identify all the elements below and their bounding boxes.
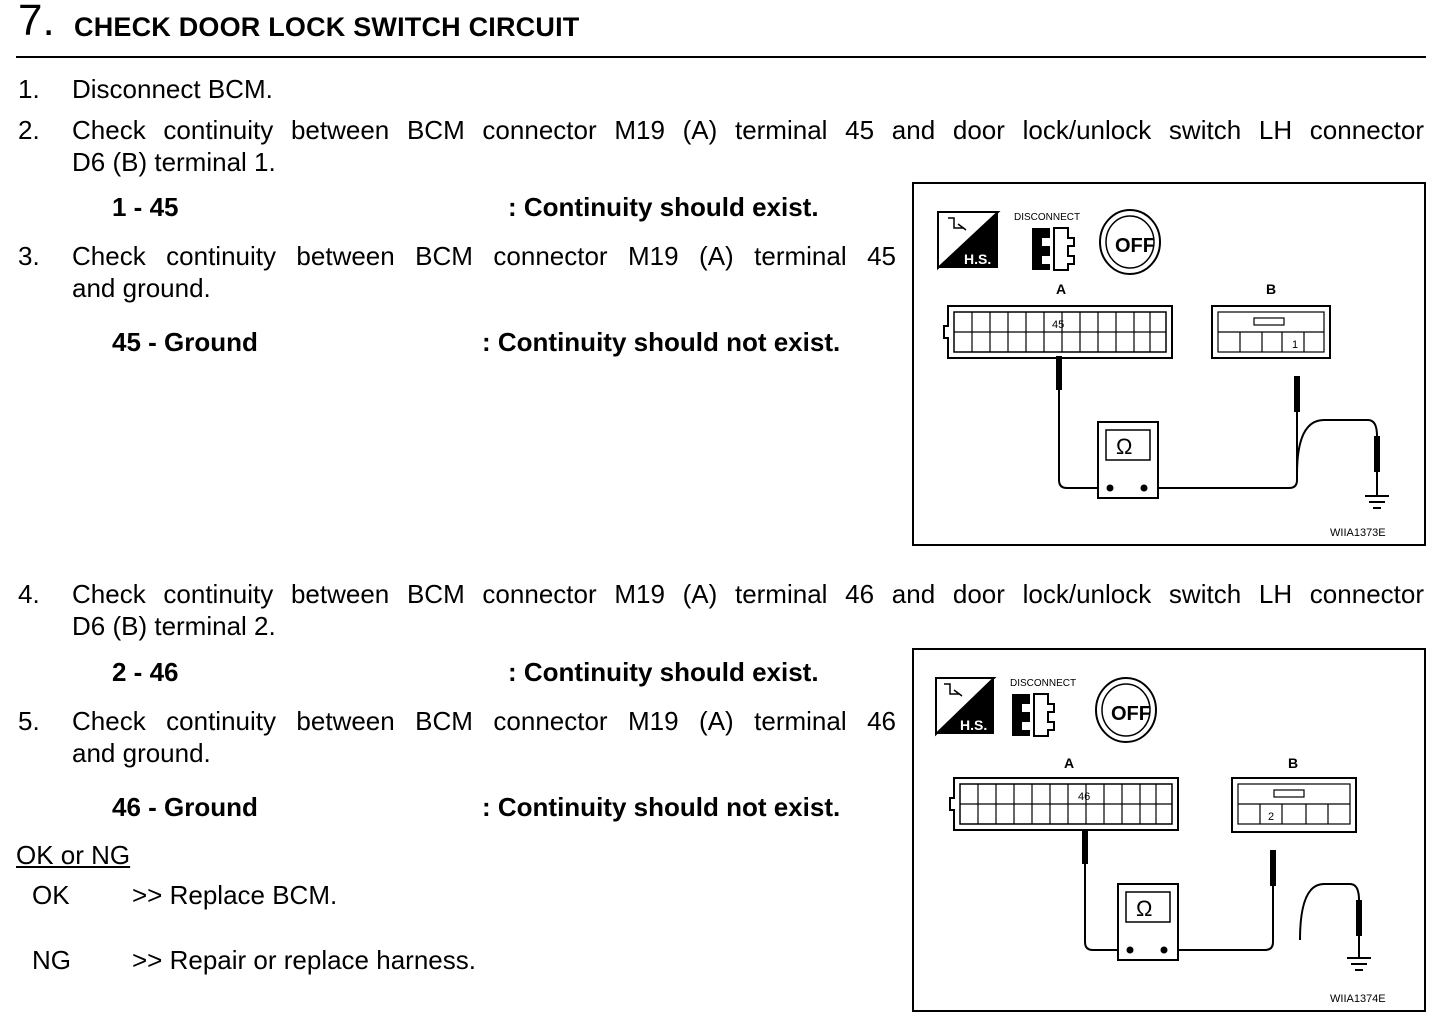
ohm-symbol: Ω [1136, 896, 1152, 921]
connector-a: 46 [949, 777, 1179, 831]
off-label: OFF [1111, 703, 1151, 725]
wire-b [1166, 886, 1274, 951]
terminal-a-label: 45 [1052, 319, 1064, 331]
ok-ng-heading: OK or NG [16, 840, 131, 870]
hs-label: H.S. [960, 717, 987, 733]
ignition-off-icon: OFF [1095, 677, 1157, 743]
probe-ground [1374, 436, 1380, 472]
ground-symbol [1347, 957, 1371, 971]
section-title: CHECK DOOR LOCK SWITCH CIRCUIT [74, 12, 580, 42]
hs-label: H.S. [964, 251, 991, 267]
ok-label: OK [32, 880, 70, 910]
wire-a [1058, 390, 1110, 489]
figure-2-wiring-diagram: H.S. DISCONNECT OFF A 46 B 2 [912, 648, 1426, 1012]
disconnect-label: DISCONNECT [1010, 678, 1076, 689]
step-3-number: 3. [18, 241, 40, 271]
step-1-text: Disconnect BCM. [72, 74, 273, 104]
spec-result: : Continuity should not exist. [482, 792, 841, 822]
step-number: 7. [18, 0, 55, 45]
disconnect-icon: DISCONNECT [1010, 678, 1076, 737]
ground-symbol [1365, 495, 1389, 509]
step-2-text-line1: Check continuity between BCM connector M… [72, 115, 1424, 145]
step-3-text-line2: and ground. [72, 273, 211, 303]
ohmmeter: Ω [1117, 883, 1179, 961]
step-4-text-line1: Check continuity between BCM connector M… [72, 579, 1424, 609]
step-2-text-line2: D6 (B) terminal 1. [72, 147, 276, 177]
probe-a [1056, 356, 1062, 390]
step-5-text-line2: and ground. [72, 738, 211, 768]
connector-b-label: B [1288, 755, 1298, 771]
wire-ground [1299, 883, 1360, 941]
spec-terminals: 2 - 46 [112, 657, 179, 687]
step-4-number: 4. [18, 579, 40, 609]
wire-ground [1296, 419, 1378, 475]
title-divider [16, 56, 1426, 58]
connector-b: 2 [1231, 777, 1357, 833]
ohmmeter: Ω [1097, 421, 1159, 499]
step-3-text-line1: Check continuity between BCM connector M… [72, 241, 896, 271]
connector-b: 1 [1211, 305, 1331, 359]
hand-sketch-hs-icon: H.S. [937, 211, 1001, 271]
figure-code: WIIA1374E [1330, 993, 1386, 1005]
probe-a [1082, 830, 1088, 864]
terminal-b-label: 2 [1268, 811, 1274, 823]
disconnect-icon: DISCONNECT [1014, 212, 1080, 271]
spec-terminals: 45 - Ground [112, 327, 258, 357]
spec-result: : Continuity should exist. [508, 657, 819, 687]
step-4-text-line2: D6 (B) terminal 2. [72, 611, 276, 641]
step-5-text-line1: Check continuity between BCM connector M… [72, 706, 896, 736]
ng-action: >> Repair or replace harness. [132, 945, 476, 975]
ng-label: NG [32, 945, 71, 975]
step-2-number: 2. [18, 115, 40, 145]
step-1-number: 1. [18, 74, 40, 104]
connector-a: 45 [943, 305, 1173, 359]
step-5-number: 5. [18, 706, 40, 736]
connector-b-label: B [1266, 281, 1276, 297]
terminal-b-label: 1 [1292, 339, 1298, 351]
connector-a-label: A [1064, 755, 1074, 771]
ohm-symbol: Ω [1116, 434, 1132, 459]
spec-result: : Continuity should exist. [508, 192, 819, 222]
figure-1-wiring-diagram: H.S. DISCONNECT OFF A 45 B [912, 182, 1426, 546]
figure-code: WIIA1373E [1330, 527, 1386, 539]
off-label: OFF [1115, 235, 1155, 257]
probe-b [1270, 850, 1276, 886]
spec-result: : Continuity should not exist. [482, 327, 841, 357]
wire-a [1084, 864, 1130, 951]
hand-sketch-hs-icon: H.S. [935, 677, 997, 737]
spec-terminals: 1 - 45 [112, 192, 179, 222]
connector-a-label: A [1056, 281, 1066, 297]
probe-b [1294, 376, 1300, 412]
ignition-off-icon: OFF [1099, 209, 1161, 275]
disconnect-label: DISCONNECT [1014, 212, 1080, 223]
spec-terminals: 46 - Ground [112, 792, 258, 822]
probe-ground [1356, 900, 1362, 936]
terminal-a-label: 46 [1078, 791, 1090, 803]
ok-action: >> Replace BCM. [132, 880, 338, 910]
wire-b [1146, 412, 1298, 489]
